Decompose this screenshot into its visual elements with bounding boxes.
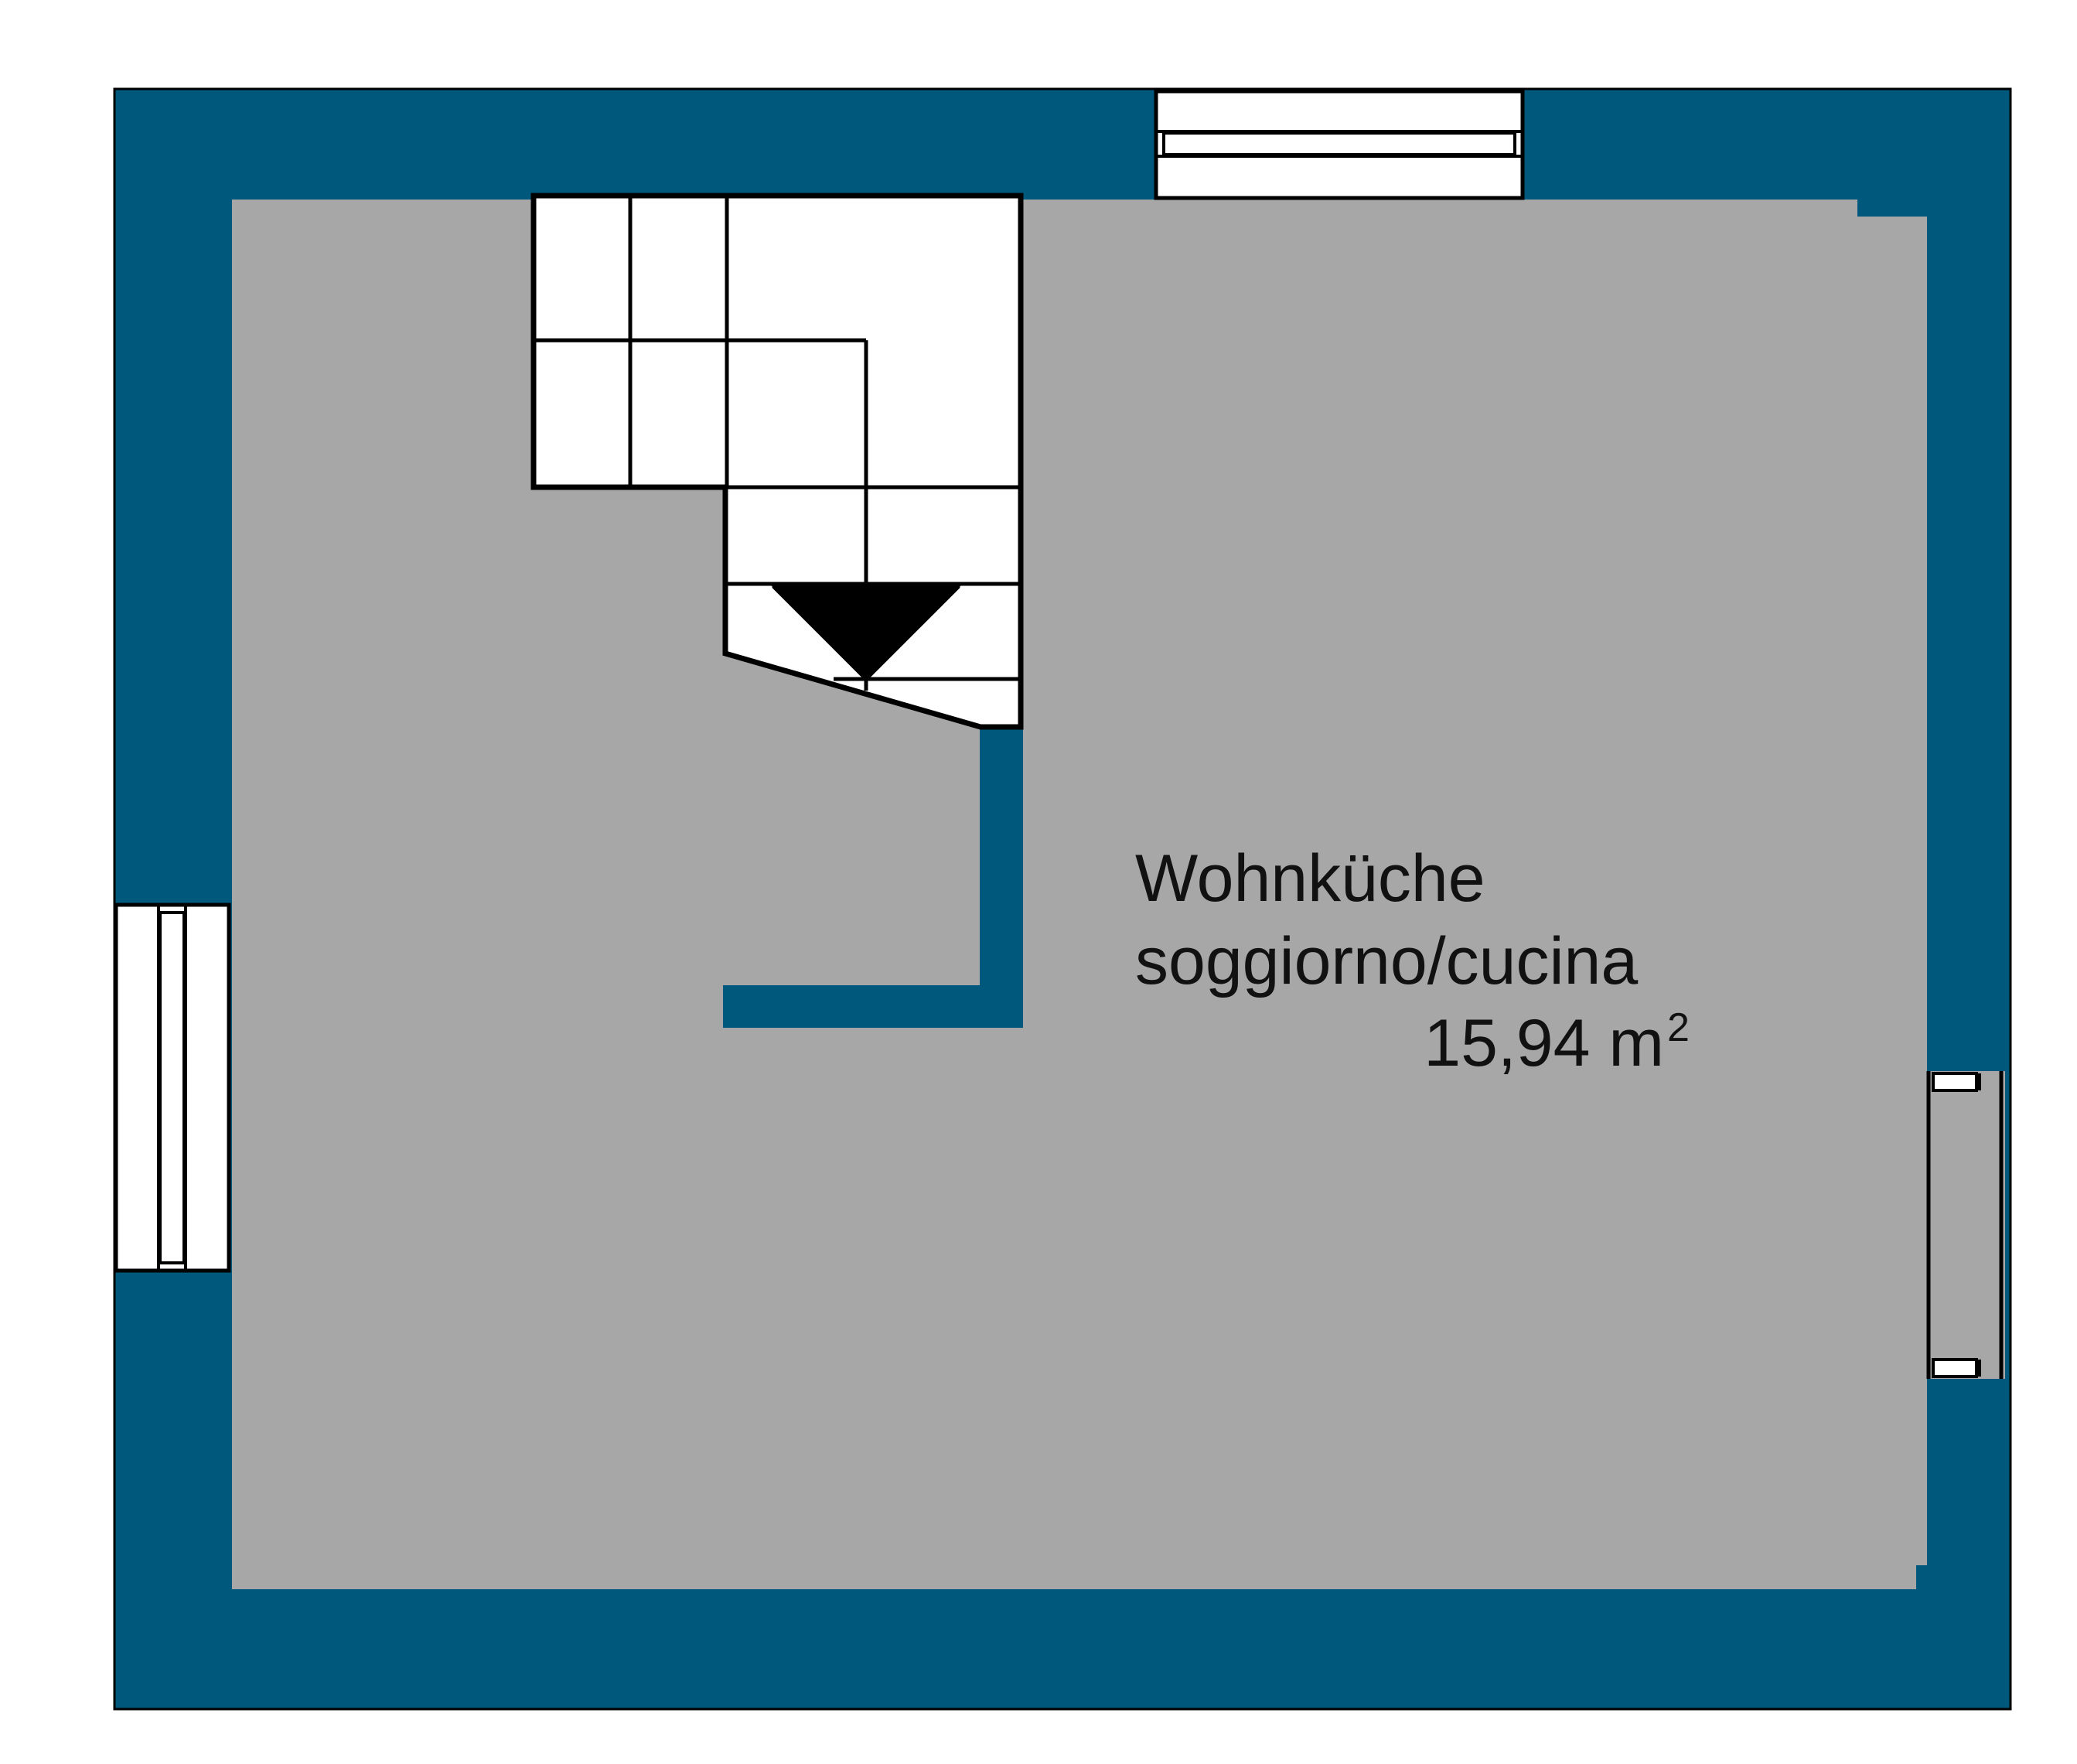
window-top <box>1154 89 1525 200</box>
stairs-direction-arrow <box>769 584 963 679</box>
room-area-value: 15,94 m <box>1424 1006 1664 1080</box>
room-label-group: Wohnküche soggiorno/cucina 15,94 m 2 <box>1135 841 1690 1080</box>
room-name-german: Wohnküche <box>1135 841 1485 916</box>
room-area-unit-exponent: 2 <box>1667 1005 1690 1050</box>
room-floor <box>232 200 1927 1589</box>
room-area: 15,94 m <box>1424 1006 1664 1080</box>
room-name-italian: soggiorno/cucina <box>1135 924 1638 998</box>
staircase <box>530 193 1024 730</box>
window-left <box>114 902 231 1273</box>
window-right-opening <box>1928 1071 2005 1379</box>
window-right <box>1926 1071 2005 1379</box>
